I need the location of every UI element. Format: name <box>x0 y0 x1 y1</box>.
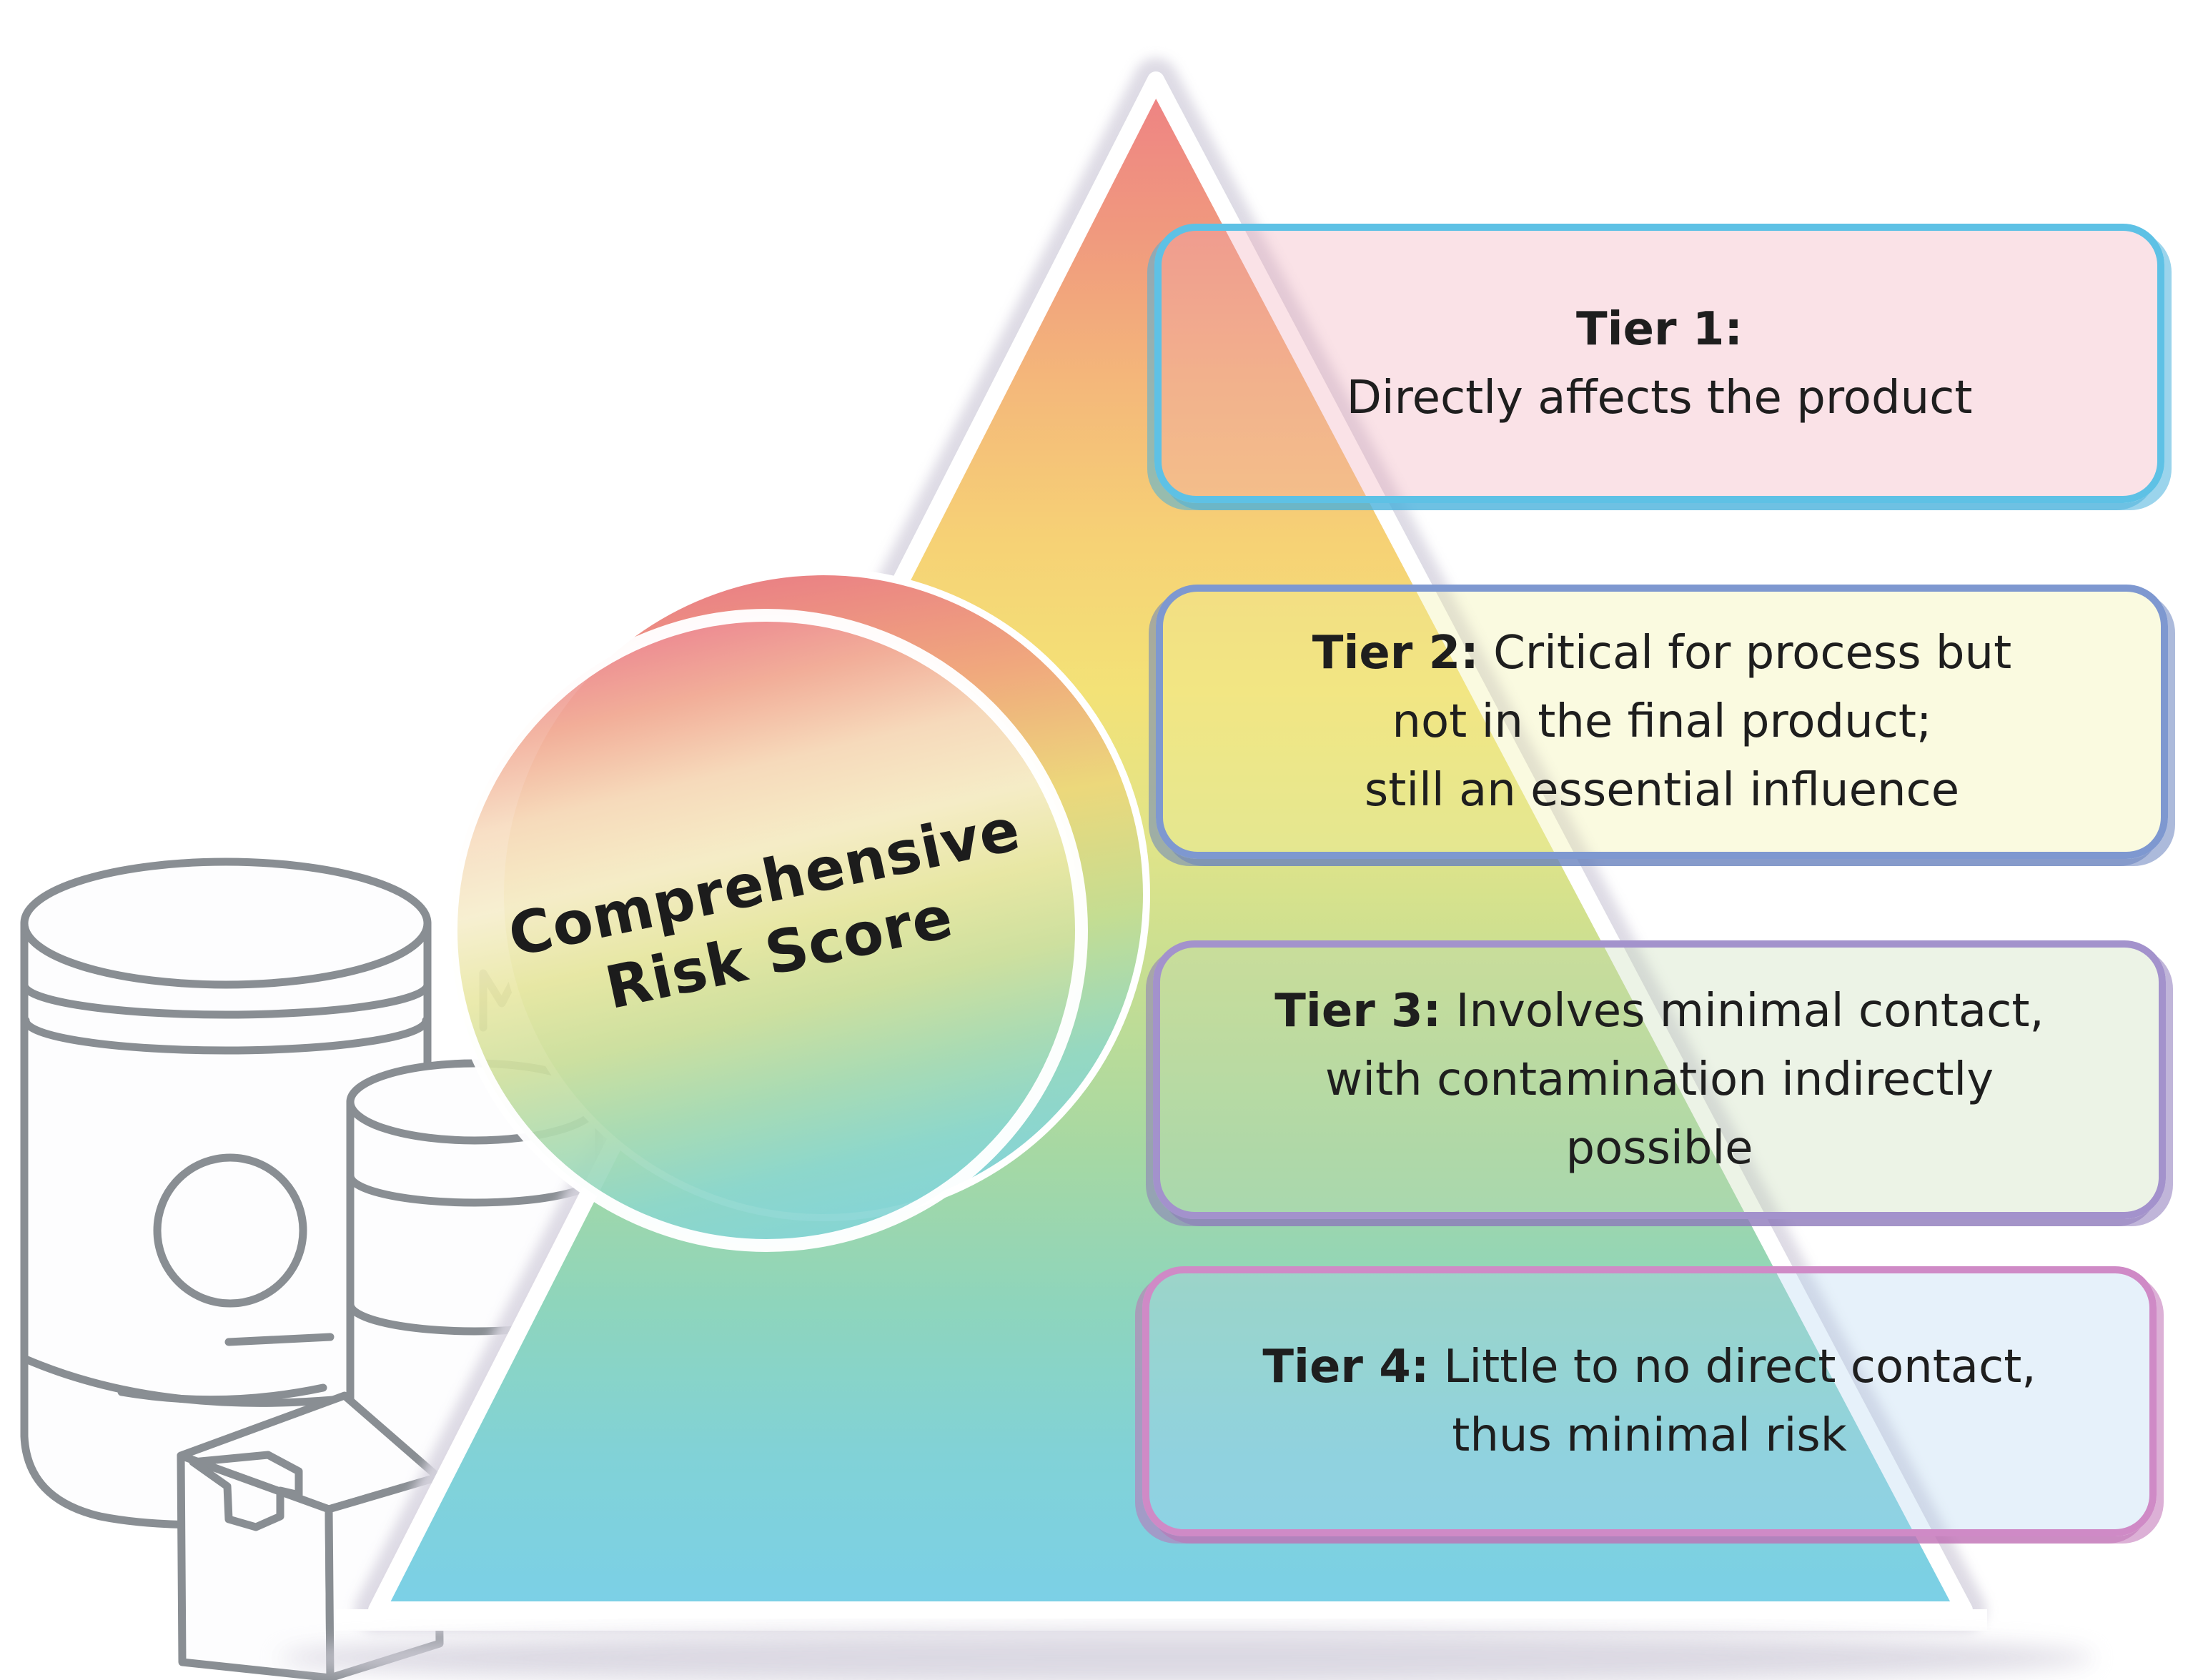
tier-3-text: Tier 3: Involves minimal contact, with co… <box>1253 977 2066 1183</box>
tier-2-box: Tier 2: Critical for process but not in t… <box>1156 585 2168 859</box>
tier-1-label: Tier 1: <box>1576 302 1743 356</box>
tier-4-box: Tier 4: Little to no direct contact, thus… <box>1142 1266 2157 1536</box>
sphere-front <box>451 615 1081 1246</box>
tier-1-text: Tier 1: Directly affects the product <box>1325 295 1994 432</box>
tier-1-box: Tier 1: Directly affects the product <box>1154 224 2164 503</box>
tier-3-line-3: possible <box>1565 1122 1753 1175</box>
risk-score-sphere <box>445 568 1150 1252</box>
tier-3-line-1: Involves minimal contact, <box>1455 985 2044 1038</box>
tier-3-box: Tier 3: Involves minimal contact, with co… <box>1153 940 2166 1219</box>
tier-4-line-1: Little to no direct contact, <box>1443 1341 2036 1393</box>
tier-4-line-2: thus minimal risk <box>1452 1409 1847 1462</box>
tier-4-text: Tier 4: Little to no direct contact, thus… <box>1241 1333 2057 1470</box>
tier-1-line-1: Directly affects the product <box>1346 371 1973 424</box>
tier-3-label: Tier 3: <box>1274 985 1442 1038</box>
tier-4-label: Tier 4: <box>1262 1341 1430 1393</box>
tier-2-text: Tier 2: Critical for process but not in t… <box>1291 619 2033 825</box>
tier-2-label: Tier 2: <box>1312 627 1479 680</box>
tier-2-line-2: not in the final product; <box>1392 695 1932 748</box>
tier-3-line-2: with contamination indirectly <box>1325 1053 1994 1106</box>
tier-2-line-1: Critical for process but <box>1493 627 2012 680</box>
tier-2-line-3: still an essential influence <box>1364 764 1960 817</box>
